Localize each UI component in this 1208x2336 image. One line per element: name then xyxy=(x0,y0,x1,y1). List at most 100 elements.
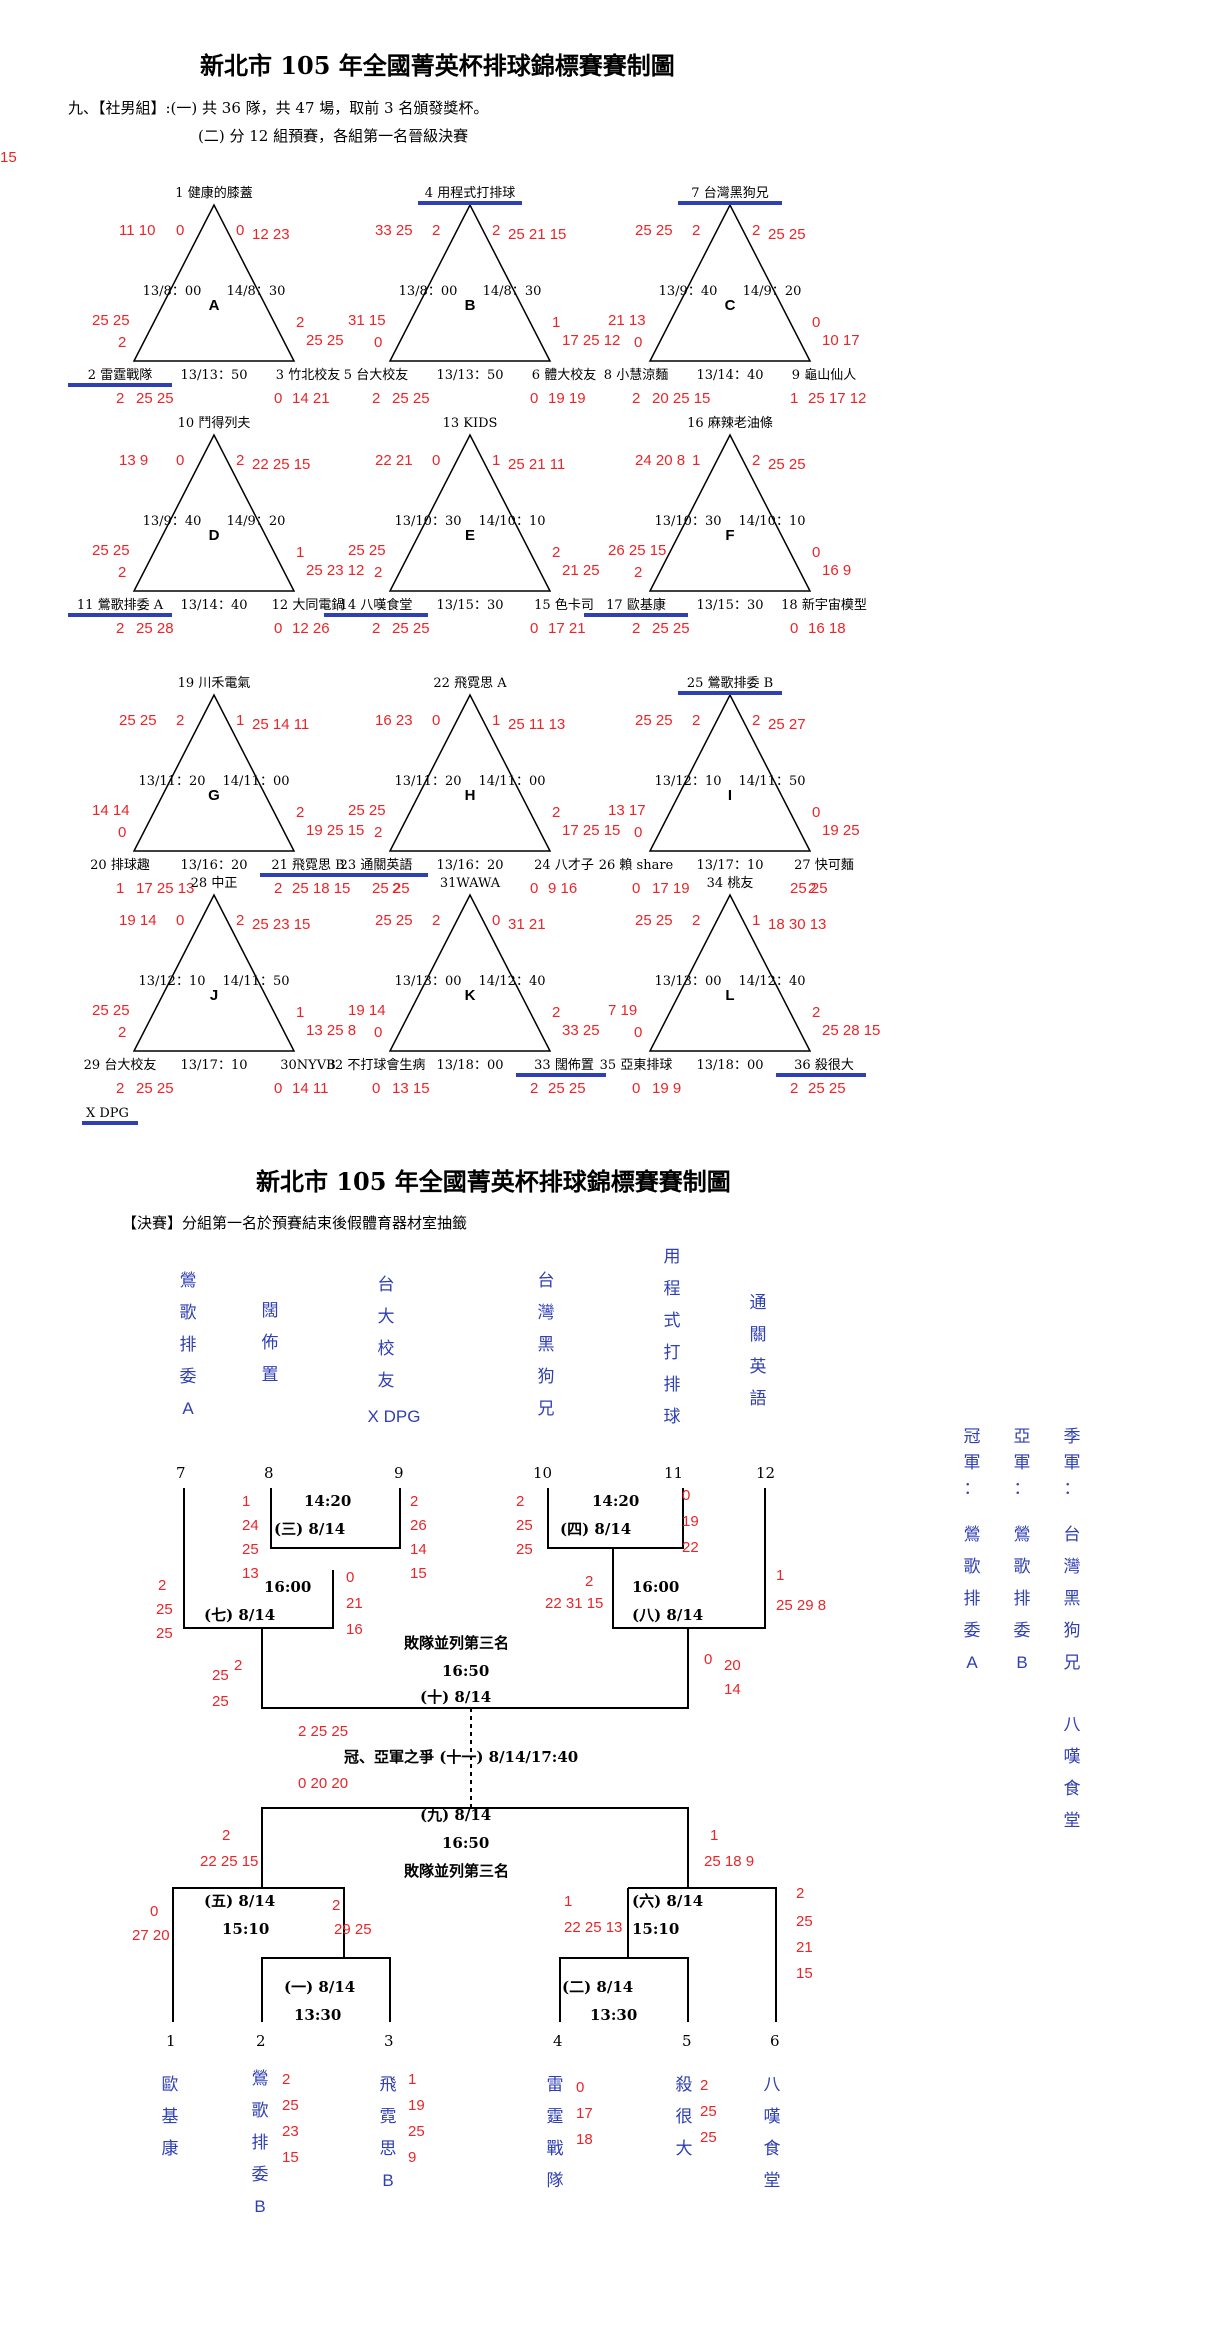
slot-3: 3 xyxy=(384,2032,394,2050)
bottom-name-6-char: 堂 xyxy=(764,2171,781,2190)
score-right: 19 25 15 xyxy=(306,822,364,839)
bottom-name-6-char: 八 xyxy=(764,2075,781,2094)
team-right: 3 竹北校友 xyxy=(276,367,340,383)
score-right-win: 2 xyxy=(552,804,560,821)
score-right-win: 1 xyxy=(296,544,304,561)
top-name-5-char: 打 xyxy=(664,1343,681,1362)
team-top: 34 桃友 xyxy=(707,875,754,891)
top-name-6-char: 英 xyxy=(750,1357,767,1376)
score-5-right-b: 29 25 xyxy=(334,1921,372,1938)
time-bottom: 13/17：10 xyxy=(180,1058,247,1073)
group-triangle xyxy=(388,893,552,1052)
bottom-name-6-char: 食 xyxy=(764,2139,781,2158)
team-left: 8 小慧涼麵 xyxy=(604,367,668,383)
score-right: 25 28 15 xyxy=(822,1022,880,1039)
top-name-2-char: 置 xyxy=(262,1365,279,1384)
score-bottom-right: 2 xyxy=(808,880,816,897)
match-10-label: (十) 8/14 xyxy=(420,1688,491,1706)
score-top-left-win: 2 xyxy=(692,712,700,729)
group-label: D xyxy=(209,527,220,544)
margin-mark: 15 xyxy=(0,149,17,166)
score-6: 2 xyxy=(796,1885,804,1902)
score-11c: 22 xyxy=(682,1539,699,1556)
score-9-right-b: 25 18 9 xyxy=(704,1853,754,1870)
team-top: 16 麻辣老油條 xyxy=(687,416,773,431)
time-left: 13/11：20 xyxy=(394,774,461,789)
score-bottom-left: 25 25 xyxy=(136,390,174,407)
third-name-char: 台 xyxy=(1064,1525,1081,1544)
score-8d: 13 xyxy=(242,1565,259,1582)
score-4: 1 xyxy=(564,1893,572,1910)
score-right-win: 0 xyxy=(812,314,820,331)
score-top-right-win: 1 xyxy=(492,452,500,469)
score-7: 2 xyxy=(158,1577,166,1594)
time-bottom: 13/18：00 xyxy=(436,1058,503,1073)
group-label: G xyxy=(208,787,220,804)
score-bottom-left: 25 25 xyxy=(136,1080,174,1097)
score-bottom-right: 14 21 xyxy=(292,390,330,407)
score-9-left-b: 22 25 15 xyxy=(200,1853,258,1870)
score-top-left-win: 2 xyxy=(692,222,700,239)
score-top-left: 16 23 xyxy=(375,712,413,729)
third-name-2-char: 八 xyxy=(1064,1715,1081,1734)
score-bottom-right: 25 18 15 xyxy=(292,880,350,897)
team-left: 14 八嘆食堂 xyxy=(340,597,413,613)
bottom-name-2-char: B xyxy=(254,2197,265,2216)
score-bottom-left-win: 0 xyxy=(632,880,640,897)
bottom-name-3-char: 飛 xyxy=(380,2075,397,2094)
time-left: 13/13：00 xyxy=(394,974,461,989)
bottom-name-2-char: 排 xyxy=(252,2133,269,2152)
score-right-win: 0 xyxy=(812,544,820,561)
score-semi-right-c: 14 xyxy=(724,1681,741,1698)
score-b5c: 25 xyxy=(700,2129,717,2146)
score-top-left: 22 21 xyxy=(375,452,413,469)
score-12b: 25 29 8 xyxy=(776,1597,826,1614)
time-left: 13/12：10 xyxy=(138,974,205,989)
score-top-left: 33 25 xyxy=(375,222,413,239)
group-label: I xyxy=(728,787,732,804)
score-left-win: 0 xyxy=(374,1024,382,1041)
match-2-label: (二) 8/14 xyxy=(562,1978,633,1996)
group-triangle xyxy=(388,433,552,592)
team-right: 15 色卡司 xyxy=(534,597,594,613)
score-left-win: 2 xyxy=(118,1024,126,1041)
bottom-name-5-char: 很 xyxy=(676,2107,693,2126)
bottom-name-4-char: 雷 xyxy=(547,2075,564,2094)
third-name-2-char: 堂 xyxy=(1064,1811,1081,1830)
champion-label-char: ： xyxy=(964,1479,981,1498)
score-left-win: 0 xyxy=(634,334,642,351)
match-8-time: 16:00 xyxy=(632,1578,679,1596)
match-11-label: 冠、亞軍之爭 (十一) 8/14/17:40 xyxy=(344,1748,578,1766)
score-left: 21 13 xyxy=(608,312,646,329)
top-name-3-sub: X DPG xyxy=(368,1407,421,1426)
score-right-win: 2 xyxy=(296,804,304,821)
team-top: 31WAWA xyxy=(440,876,501,891)
time-bottom: 13/14：40 xyxy=(696,368,763,383)
score-left: 25 25 xyxy=(92,542,130,559)
third-label-char: ： xyxy=(1064,1479,1081,1498)
score-final-top: 2 25 25 xyxy=(298,1723,348,1740)
upper-bracket-lines xyxy=(183,1488,766,1808)
group-label: F xyxy=(725,527,734,544)
third-name-2-char: 嘆 xyxy=(1064,1747,1081,1766)
score-9b: 26 xyxy=(410,1517,427,1534)
team-right: 9 龜山仙人 xyxy=(792,368,856,383)
slot-7: 7 xyxy=(176,1464,186,1482)
score-top-right: 25 11 13 xyxy=(508,716,565,733)
time-right: 14/11：00 xyxy=(222,774,289,789)
time-right: 14/11：00 xyxy=(478,774,545,789)
top-name-5-char: 排 xyxy=(664,1375,681,1394)
score-top-right-win: 1 xyxy=(236,712,244,729)
score-top-left: 19 14 xyxy=(119,912,157,929)
score-b3: 1 xyxy=(408,2071,416,2088)
score-bottom-right: 19 19 xyxy=(548,390,586,407)
score-left: 25 25 xyxy=(348,802,386,819)
score-9c: 14 xyxy=(410,1541,427,1558)
time-left: 13/10：30 xyxy=(654,514,721,529)
score-left: 13 17 xyxy=(608,802,646,819)
slot-12: 12 xyxy=(756,1464,775,1482)
